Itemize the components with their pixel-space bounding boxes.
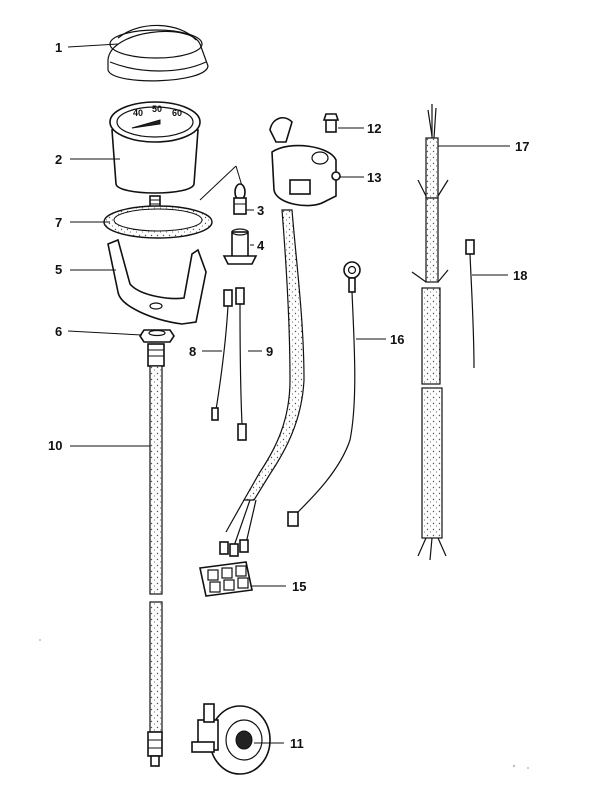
label-part-2: 2	[55, 152, 62, 167]
part-13-switch	[219, 117, 341, 557]
label-part-3: 3	[257, 203, 264, 218]
part-17-wiring-loom	[411, 104, 449, 561]
part-1-bezel-ring	[107, 24, 209, 82]
callout-labels: 1 2 3 4 5 6 7 8 9 10 11 12 13 15 16 17 1…	[48, 40, 529, 751]
leader-lines	[67, 43, 510, 744]
part-2-gauge-body: 40 50 60	[109, 101, 201, 209]
part-6-nut	[139, 329, 175, 343]
label-part-11: 11	[290, 736, 304, 751]
gauge-number-60: 60	[172, 108, 182, 118]
label-part-4: 4	[257, 238, 265, 253]
label-part-5: 5	[55, 262, 62, 277]
label-part-1: 1	[55, 40, 62, 55]
part-7-gasket	[103, 205, 213, 239]
label-part-10: 10	[48, 438, 62, 453]
parts-8-9-wires	[211, 287, 247, 441]
label-part-6: 6	[55, 324, 62, 339]
label-part-9: 9	[266, 344, 273, 359]
label-part-15: 15	[292, 579, 306, 594]
part-5-bracket	[107, 238, 207, 325]
part-11-drive-unit	[191, 703, 271, 775]
part-4-bulb-holder	[222, 228, 258, 265]
part-10-cable	[147, 343, 165, 767]
label-part-18: 18	[513, 268, 527, 283]
part-3-bulb	[233, 183, 247, 215]
part-15-connector-block	[199, 561, 253, 597]
label-part-12: 12	[367, 121, 381, 136]
label-part-13: 13	[367, 170, 381, 185]
gauge-number-50: 50	[152, 104, 162, 114]
part-12-screw	[322, 113, 340, 133]
label-part-7: 7	[55, 215, 62, 230]
background-specks	[39, 639, 529, 769]
label-part-16: 16	[390, 332, 404, 347]
part-18-short-lead	[465, 239, 475, 369]
label-part-17: 17	[515, 139, 529, 154]
part-16-earth-lead	[287, 261, 361, 527]
gauge-number-40: 40	[133, 108, 143, 118]
label-part-8: 8	[189, 344, 196, 359]
